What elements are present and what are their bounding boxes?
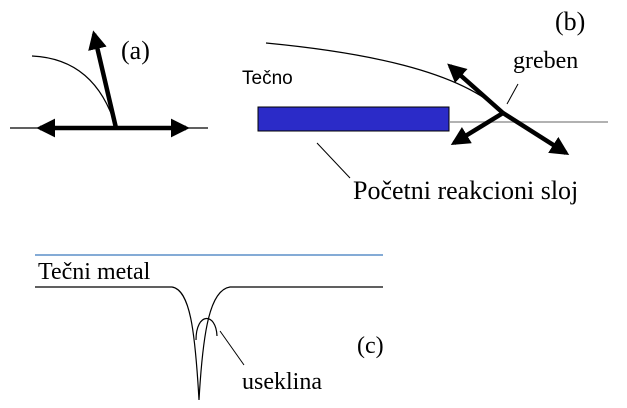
reaction-layer-bar [257,106,450,132]
panel-b-droplet-curve [265,42,504,114]
panel-b-label: (b) [555,7,586,36]
ridge-pointer-line [506,83,519,105]
panel-a-label: (a) [121,36,150,65]
notch-label: useklina [242,369,322,395]
reaction-layer-label: Početni reakcioni sloj [353,176,579,205]
ridge-label: greben [513,48,579,74]
panel-b-arrow-upper-left [447,63,505,115]
notch-pointer-line [219,330,245,366]
panel-a-graphic [10,30,208,138]
liquid-label: Tečno [242,68,293,89]
liquid-metal-label: Tečni metal [38,259,151,285]
panel-b-arrow-lower-right [501,111,570,156]
notch-inner-bubble [195,317,218,341]
panel-b-arrow-lower-left [450,111,505,145]
panel-c-label: (c) [357,333,384,359]
panel-b-graphic [257,42,608,179]
panel-c-graphic [35,254,383,401]
notch-profile-curve [35,286,383,401]
layer-pointer-line [316,142,351,179]
panel-a-arrow-up [88,30,119,129]
